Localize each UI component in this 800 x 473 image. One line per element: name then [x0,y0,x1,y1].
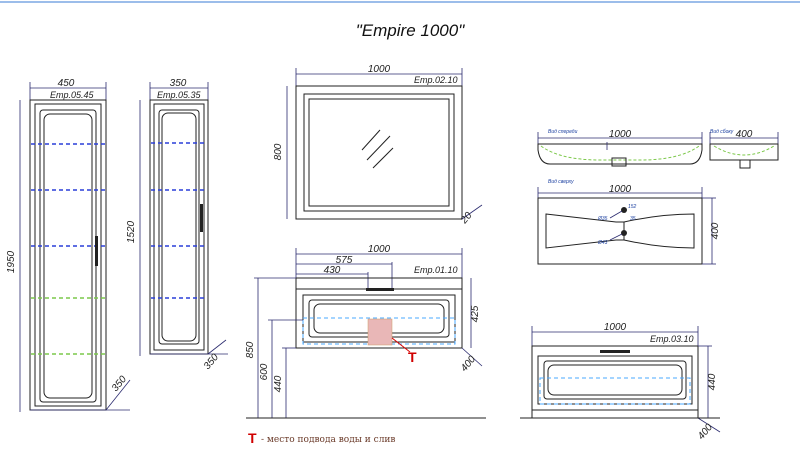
vanity-mount-440: 440 [273,375,284,392]
mirror: 1000 Emp.02.10 800 20 [273,64,482,227]
cabinet-narrow: 350 Emp.05.35 1520 350 [126,78,228,372]
connection-zone [368,319,392,345]
basin-front-width: 1000 [609,129,632,140]
basin-side-caption: Вид сбоку [710,129,734,135]
vanity-inner-b: 430 [324,265,341,276]
faucet-hole-icon [621,207,627,213]
legend-text: - место подвода воды и слив [261,435,395,445]
vanity: 1000 575 430 Emp.01.10 T 425 400 850 600… [245,244,486,418]
legend: T - место подвода воды и слив [248,430,395,446]
basin-side-width: 400 [736,129,753,140]
basin-top-d1: Ø35 [597,216,608,222]
mirror-width: 1000 [368,64,391,75]
mirror-frame [296,86,462,219]
drawer-unit: 1000 Emp.03.10 440 400 [520,322,720,442]
cabinet-narrow-depth: 350 [202,352,221,372]
handle-icon [600,350,630,353]
basin-front-shape [538,144,702,164]
vanity-mount-850: 850 [245,341,256,358]
cabinet-tall-width: 450 [58,78,75,89]
drawer-unit-width: 1000 [604,322,627,333]
vanity-marker: T [408,349,417,365]
basin-top-m1: 152 [628,204,637,210]
legend-symbol: T [248,430,257,446]
basin-top-shape [538,198,702,264]
basin-side: Вид сбоку 400 [710,129,778,168]
cabinet-tall-model: Emp.05.45 [50,90,95,100]
vanity-height: 425 [470,305,481,322]
basin-side-shape [710,144,778,160]
drain-hole-icon [621,230,627,236]
handle-icon [95,236,98,266]
cabinet-tall-body [30,100,106,410]
cabinet-narrow-width: 350 [170,78,187,89]
basin-top-depth: 400 [710,222,721,239]
mirror-model: Emp.02.10 [414,75,458,85]
drawer-unit-depth: 400 [696,422,715,442]
basin-top-m2: 35 [630,216,636,222]
vanity-depth: 400 [459,354,478,374]
handle-icon [200,204,203,232]
basin-top-caption: Вид сверху [548,179,574,185]
mirror-depth: 20 [458,210,475,227]
basin-front-caption: Вид спереди [548,129,578,135]
drawer-unit-height: 440 [707,373,718,390]
vanity-top [296,278,462,289]
basin-top: Вид сверху 1000 Ø35 Ø43 152 35 400 [538,179,721,264]
basin-front: Вид спереди 1000 [538,129,702,166]
vanity-model: Emp.01.10 [414,265,458,275]
drawer-unit-model: Emp.03.10 [650,334,694,344]
cabinet-tall-height: 1950 [6,250,17,273]
cabinet-narrow-height: 1520 [126,220,137,243]
vanity-mount-600: 600 [259,363,270,380]
cabinet-tall: 450 Emp.05.45 1950 350 [6,78,130,412]
basin-top-width: 1000 [609,184,632,195]
cabinet-tall-depth: 350 [110,374,129,394]
drawing-title: "Empire 1000" [356,21,465,40]
vanity-width: 1000 [368,244,391,255]
basin-top-d2: Ø43 [597,240,608,246]
mirror-height: 800 [273,143,284,160]
cabinet-narrow-model: Emp.05.35 [157,90,202,100]
